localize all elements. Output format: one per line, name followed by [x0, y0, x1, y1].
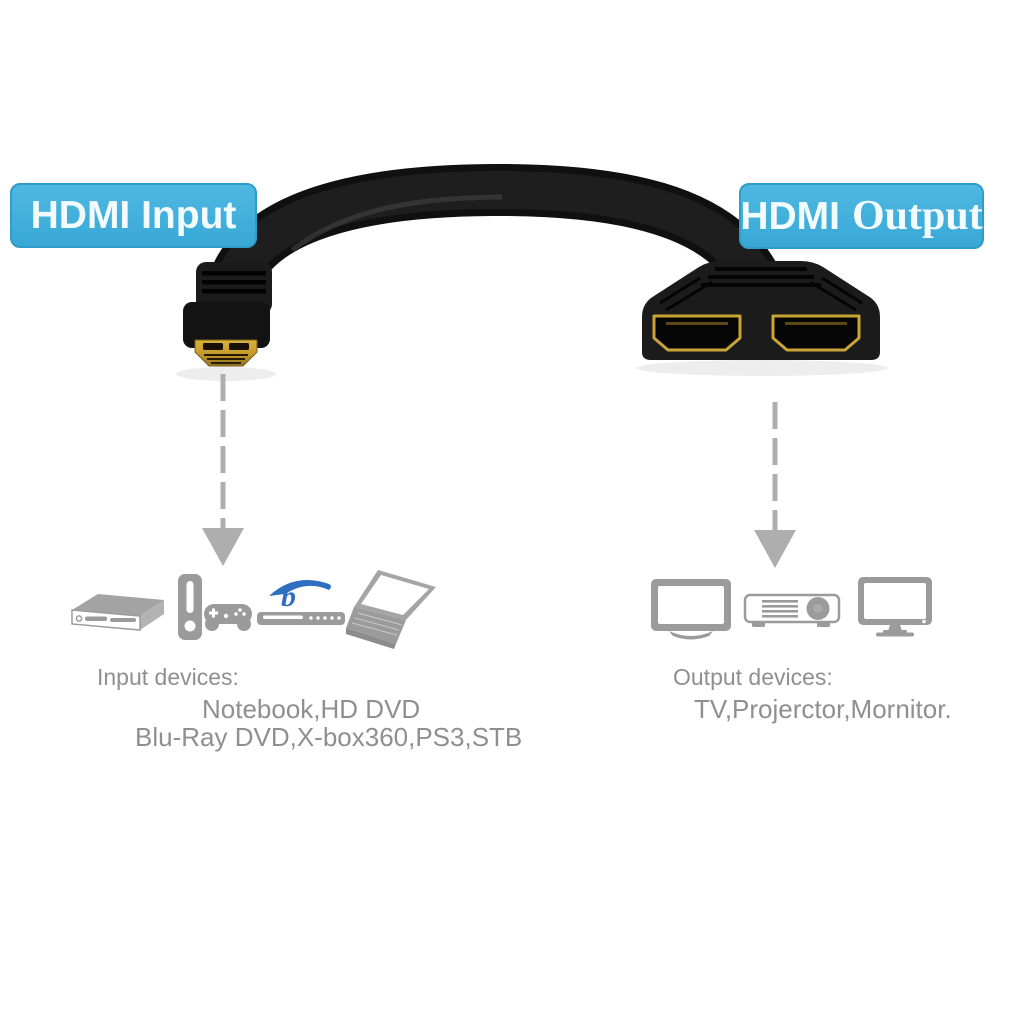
input-devices-heading: Input devices: — [97, 664, 239, 690]
left-connector-shadow — [176, 367, 276, 381]
hdmi-splitter-head — [642, 261, 880, 360]
input-devices-line2: Blu-Ray DVD,X-box360,PS3,STB — [135, 722, 523, 752]
bluray-player-icon: b — [257, 580, 345, 625]
tv-icon — [651, 579, 731, 640]
hdmi-female-port-2 — [771, 314, 861, 352]
output-arrow — [754, 402, 796, 568]
cable — [203, 163, 789, 328]
svg-text:b: b — [281, 580, 296, 613]
hdmi-input-badge: HDMI Input — [10, 183, 257, 248]
monitor-icon — [858, 577, 932, 637]
output-devices-heading: Output devices: — [673, 664, 833, 690]
dvd-player-icon — [71, 594, 164, 631]
hdmi-output-word2: Output — [851, 193, 983, 239]
hdmi-output-word1: HDMI — [740, 195, 840, 238]
hdmi-input-label: HDMI Input — [30, 194, 237, 237]
output-devices-line1: TV,Projerctor,Mornitor. — [694, 694, 952, 724]
gamepad-icon — [204, 604, 252, 631]
laptop-icon — [346, 570, 436, 649]
input-arrow — [202, 374, 244, 566]
hdmi-output-badge: HDMI Output — [739, 183, 984, 249]
input-devices-line1: Notebook,HD DVD — [202, 694, 421, 724]
hdmi-male-connector — [183, 262, 272, 367]
projector-icon — [743, 593, 841, 627]
xbox360-console-icon — [178, 574, 252, 640]
right-connector-shadow — [636, 360, 888, 376]
hdmi-female-port-1 — [652, 314, 742, 352]
